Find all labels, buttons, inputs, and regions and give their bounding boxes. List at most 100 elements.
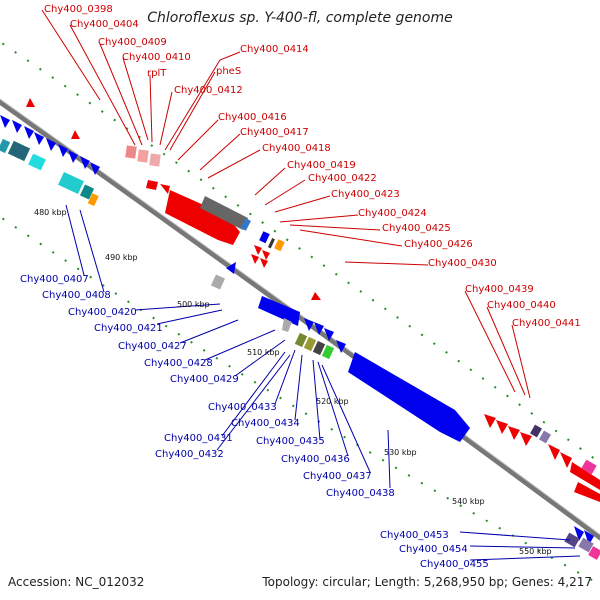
gene-label[interactable]: Chy400_0454 bbox=[399, 544, 468, 555]
gene-forward[interactable] bbox=[125, 145, 137, 159]
gene-label[interactable]: Chy400_0404 bbox=[70, 19, 139, 30]
gene-forward[interactable] bbox=[200, 196, 248, 230]
gene-reverse[interactable] bbox=[584, 530, 594, 545]
gene-forward[interactable] bbox=[560, 452, 572, 468]
gene-forward[interactable] bbox=[149, 153, 161, 167]
gene-reverse[interactable] bbox=[226, 262, 236, 274]
gene-reverse[interactable] bbox=[321, 344, 335, 360]
gene-label[interactable]: Chy400_0412 bbox=[174, 85, 243, 96]
gene-forward[interactable] bbox=[539, 430, 551, 444]
gene-reverse[interactable] bbox=[282, 318, 292, 332]
gene-label[interactable]: Chy400_0410 bbox=[122, 52, 191, 63]
gene-label[interactable]: Chy400_0453 bbox=[380, 530, 449, 541]
gene-forward[interactable] bbox=[165, 190, 240, 245]
gene-reverse[interactable] bbox=[12, 120, 22, 133]
gene-label[interactable]: Chy400_0436 bbox=[281, 454, 350, 465]
gene-reverse[interactable] bbox=[0, 138, 11, 154]
gene-forward[interactable] bbox=[508, 426, 520, 440]
gene-forward[interactable] bbox=[262, 250, 270, 260]
gene-reverse[interactable] bbox=[58, 144, 68, 157]
gene-reverse[interactable] bbox=[79, 184, 95, 200]
gene-reverse[interactable] bbox=[24, 126, 34, 139]
gene-label[interactable]: Chy400_0398 bbox=[44, 4, 113, 15]
gene-label[interactable]: Chy400_0440 bbox=[487, 300, 556, 311]
gene-reverse[interactable] bbox=[258, 296, 300, 326]
gene-forward[interactable] bbox=[530, 424, 542, 438]
gene-reverse[interactable] bbox=[303, 336, 317, 352]
gene-label[interactable]: Chy400_0421 bbox=[94, 323, 163, 334]
gene-forward[interactable] bbox=[574, 482, 600, 502]
gene-forward[interactable] bbox=[496, 420, 508, 434]
gene-label[interactable]: Chy400_0416 bbox=[218, 112, 287, 123]
gene-reverse[interactable] bbox=[267, 238, 275, 249]
gene-reverse[interactable] bbox=[348, 352, 470, 442]
gene-reverse[interactable] bbox=[588, 546, 600, 560]
gene-label[interactable]: Chy400_0424 bbox=[358, 208, 427, 219]
gene-forward[interactable] bbox=[520, 432, 532, 446]
gene-label[interactable]: Chy400_0428 bbox=[144, 358, 213, 369]
gene-label[interactable]: Chy400_0437 bbox=[303, 471, 372, 482]
gene-reverse[interactable] bbox=[324, 328, 334, 341]
gene-label[interactable]: Chy400_0426 bbox=[404, 239, 473, 250]
gene-reverse[interactable] bbox=[80, 156, 90, 169]
gene-reverse[interactable] bbox=[87, 193, 99, 207]
gene-label[interactable]: Chy400_0433 bbox=[208, 402, 277, 413]
gene-reverse[interactable] bbox=[46, 138, 56, 151]
gene-label[interactable]: Chy400_0434 bbox=[231, 418, 300, 429]
gene-label[interactable]: Chy400_0435 bbox=[256, 436, 325, 447]
gene-reverse[interactable] bbox=[58, 172, 84, 194]
gene-reverse[interactable] bbox=[564, 532, 580, 548]
gene-label[interactable]: pheS bbox=[216, 66, 241, 77]
gene-label[interactable]: Chy400_0438 bbox=[326, 488, 395, 499]
gene-label[interactable]: Chy400_0425 bbox=[382, 223, 451, 234]
gene-label[interactable]: Chy400_0419 bbox=[287, 160, 356, 171]
gene-forward[interactable] bbox=[146, 180, 158, 190]
gene-forward[interactable] bbox=[160, 184, 170, 194]
gene-forward[interactable] bbox=[570, 462, 600, 490]
gene-forward[interactable] bbox=[71, 130, 80, 139]
gene-forward[interactable] bbox=[240, 218, 251, 231]
gene-reverse[interactable] bbox=[0, 115, 10, 128]
gene-reverse[interactable] bbox=[7, 140, 31, 162]
gene-label[interactable]: Chy400_0423 bbox=[331, 189, 400, 200]
gene-reverse[interactable] bbox=[28, 153, 46, 171]
gene-label[interactable]: Chy400_0417 bbox=[240, 127, 309, 138]
gene-reverse[interactable] bbox=[294, 332, 308, 348]
gene-reverse[interactable] bbox=[304, 318, 314, 331]
gene-forward[interactable] bbox=[581, 459, 597, 475]
gene-forward[interactable] bbox=[254, 245, 262, 255]
gene-label[interactable]: Chy400_0432 bbox=[155, 449, 224, 460]
gene-label[interactable]: Chy400_0439 bbox=[465, 284, 534, 295]
gene-label[interactable]: rplT bbox=[147, 68, 167, 79]
gene-reverse[interactable] bbox=[90, 162, 100, 175]
gene-label[interactable]: Chy400_0414 bbox=[240, 44, 309, 55]
gene-forward[interactable] bbox=[311, 292, 321, 300]
gene-label[interactable]: Chy400_0422 bbox=[308, 173, 377, 184]
gene-forward[interactable] bbox=[548, 444, 560, 460]
gene-forward[interactable] bbox=[26, 98, 35, 107]
gene-reverse[interactable] bbox=[578, 537, 594, 553]
gene-label[interactable]: Chy400_0420 bbox=[68, 307, 137, 318]
gene-forward[interactable] bbox=[137, 149, 149, 163]
gene-label[interactable]: Chy400_0441 bbox=[512, 318, 581, 329]
gene-label[interactable]: Chy400_0418 bbox=[262, 143, 331, 154]
gene-label[interactable]: Chy400_0455 bbox=[420, 559, 489, 570]
gene-label[interactable]: Chy400_0407 bbox=[20, 274, 89, 285]
gene-label[interactable]: Chy400_0427 bbox=[118, 341, 187, 352]
gene-forward[interactable] bbox=[260, 258, 268, 268]
gene-label[interactable]: Chy400_0431 bbox=[164, 433, 233, 444]
gene-label[interactable]: Chy400_0430 bbox=[428, 258, 497, 269]
gene-reverse[interactable] bbox=[314, 322, 324, 335]
gene-reverse[interactable] bbox=[34, 132, 44, 145]
gene-reverse[interactable] bbox=[210, 274, 226, 290]
gene-label[interactable]: Chy400_0429 bbox=[170, 374, 239, 385]
gene-forward[interactable] bbox=[251, 254, 259, 264]
gene-reverse[interactable] bbox=[336, 340, 346, 353]
gene-reverse[interactable] bbox=[312, 340, 326, 356]
gene-reverse[interactable] bbox=[259, 231, 270, 244]
gene-label[interactable]: Chy400_0409 bbox=[98, 37, 167, 48]
gene-forward[interactable] bbox=[484, 414, 496, 428]
gene-label[interactable]: Chy400_0408 bbox=[42, 290, 111, 301]
gene-reverse[interactable] bbox=[68, 150, 78, 163]
gene-reverse[interactable] bbox=[274, 239, 285, 252]
